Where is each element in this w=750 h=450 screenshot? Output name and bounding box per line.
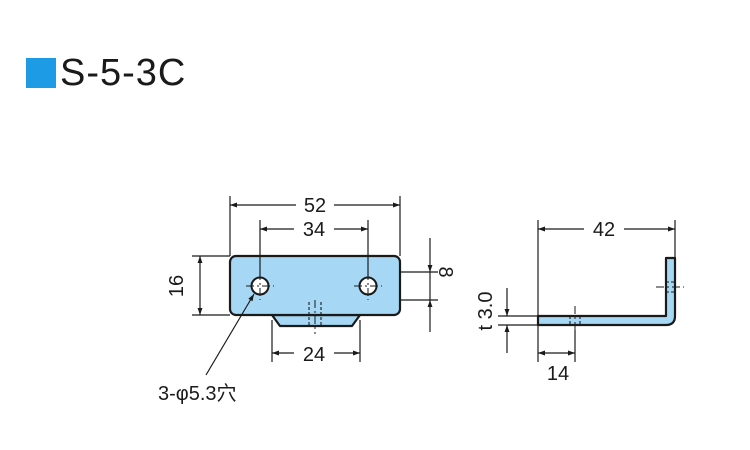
dim-thickness: t 3.0 bbox=[475, 292, 497, 331]
bracket-plate bbox=[228, 254, 402, 317]
dim-hole-band: 8 bbox=[434, 266, 456, 277]
bracket-side-profile bbox=[536, 256, 677, 327]
dim-hole-pitch: 34 bbox=[303, 219, 325, 241]
dim-side-length: 42 bbox=[593, 219, 615, 241]
page-title: S-5-3C bbox=[60, 52, 187, 94]
hole-callout: 3-φ5.3穴 bbox=[158, 382, 237, 405]
dim-height: 16 bbox=[166, 275, 188, 297]
title-block: S-5-3C bbox=[26, 54, 186, 92]
front-view: 52 34 16 8 24 3-φ5.3穴 bbox=[158, 193, 456, 405]
bracket-tab bbox=[270, 313, 362, 328]
dim-tab-width: 24 bbox=[303, 344, 325, 366]
title-square-icon bbox=[26, 58, 56, 88]
side-view: 42 t 3.0 14 bbox=[475, 218, 684, 385]
dim-overall-width: 52 bbox=[304, 195, 326, 217]
dim-side-offset: 14 bbox=[547, 363, 569, 385]
